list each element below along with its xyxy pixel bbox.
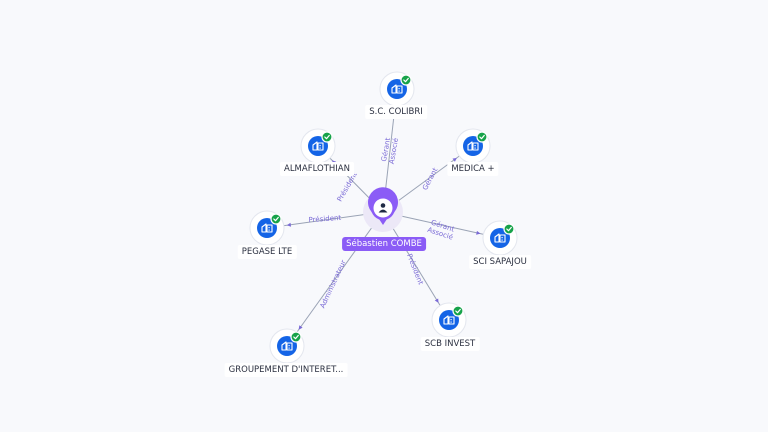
company-node-medica[interactable]	[455, 128, 491, 164]
role-label: Gérant	[421, 166, 439, 191]
person-marker-inner	[373, 198, 393, 218]
company-name-colibri[interactable]: S.C. COLIBRI	[365, 105, 427, 119]
check-icon	[400, 74, 412, 86]
check-icon	[321, 131, 333, 143]
check-icon	[503, 223, 515, 235]
check-icon	[452, 305, 464, 317]
nodes-layer	[249, 71, 518, 364]
company-node-pegase[interactable]	[249, 210, 285, 246]
company-node-alma[interactable]	[300, 128, 336, 164]
edge-role-groupement: Administrateur	[319, 259, 348, 310]
role-label: Administrateur	[319, 259, 348, 310]
edge-arrow	[298, 325, 303, 330]
building-icon	[391, 84, 403, 94]
building-icon	[494, 233, 506, 243]
edge-arrow	[452, 157, 457, 162]
building-icon	[281, 341, 293, 351]
person-name-label[interactable]: Sébastien COMBE	[342, 237, 426, 251]
company-name-sapajou[interactable]: SCI SAPAJOU	[469, 255, 531, 269]
building-icon	[261, 223, 273, 233]
company-name-scb[interactable]: SCB INVEST	[420, 337, 480, 351]
edge-role-medica: Gérant	[421, 166, 439, 191]
edge-role-scb: Président	[405, 253, 425, 287]
company-name-alma[interactable]: ALMAFLOTHIAN	[280, 162, 354, 176]
company-name-medica[interactable]: MEDICA +	[447, 162, 499, 176]
edge-arrow	[434, 298, 439, 303]
edge-arrow	[476, 230, 481, 235]
company-node-sapajou[interactable]	[482, 220, 518, 256]
edge-groupement	[286, 211, 384, 347]
company-name-groupement[interactable]: GROUPEMENT D'INTERET...	[224, 363, 348, 377]
edge-role-pegase: Président	[308, 214, 341, 224]
company-node-colibri[interactable]	[379, 71, 415, 107]
person-node[interactable]	[363, 187, 403, 232]
company-name-pegase[interactable]: PEGASE LTE	[237, 245, 297, 259]
role-label: Président	[308, 214, 341, 224]
check-icon	[476, 131, 488, 143]
edge-arrow	[286, 222, 292, 227]
company-node-groupement[interactable]	[269, 328, 305, 364]
company-node-scb[interactable]	[431, 302, 467, 338]
building-icon	[467, 141, 479, 151]
check-icon	[290, 331, 302, 343]
building-icon	[312, 141, 324, 151]
building-icon	[443, 315, 455, 325]
check-icon	[270, 213, 282, 225]
person-icon	[378, 203, 388, 213]
role-label: Président	[405, 253, 425, 287]
